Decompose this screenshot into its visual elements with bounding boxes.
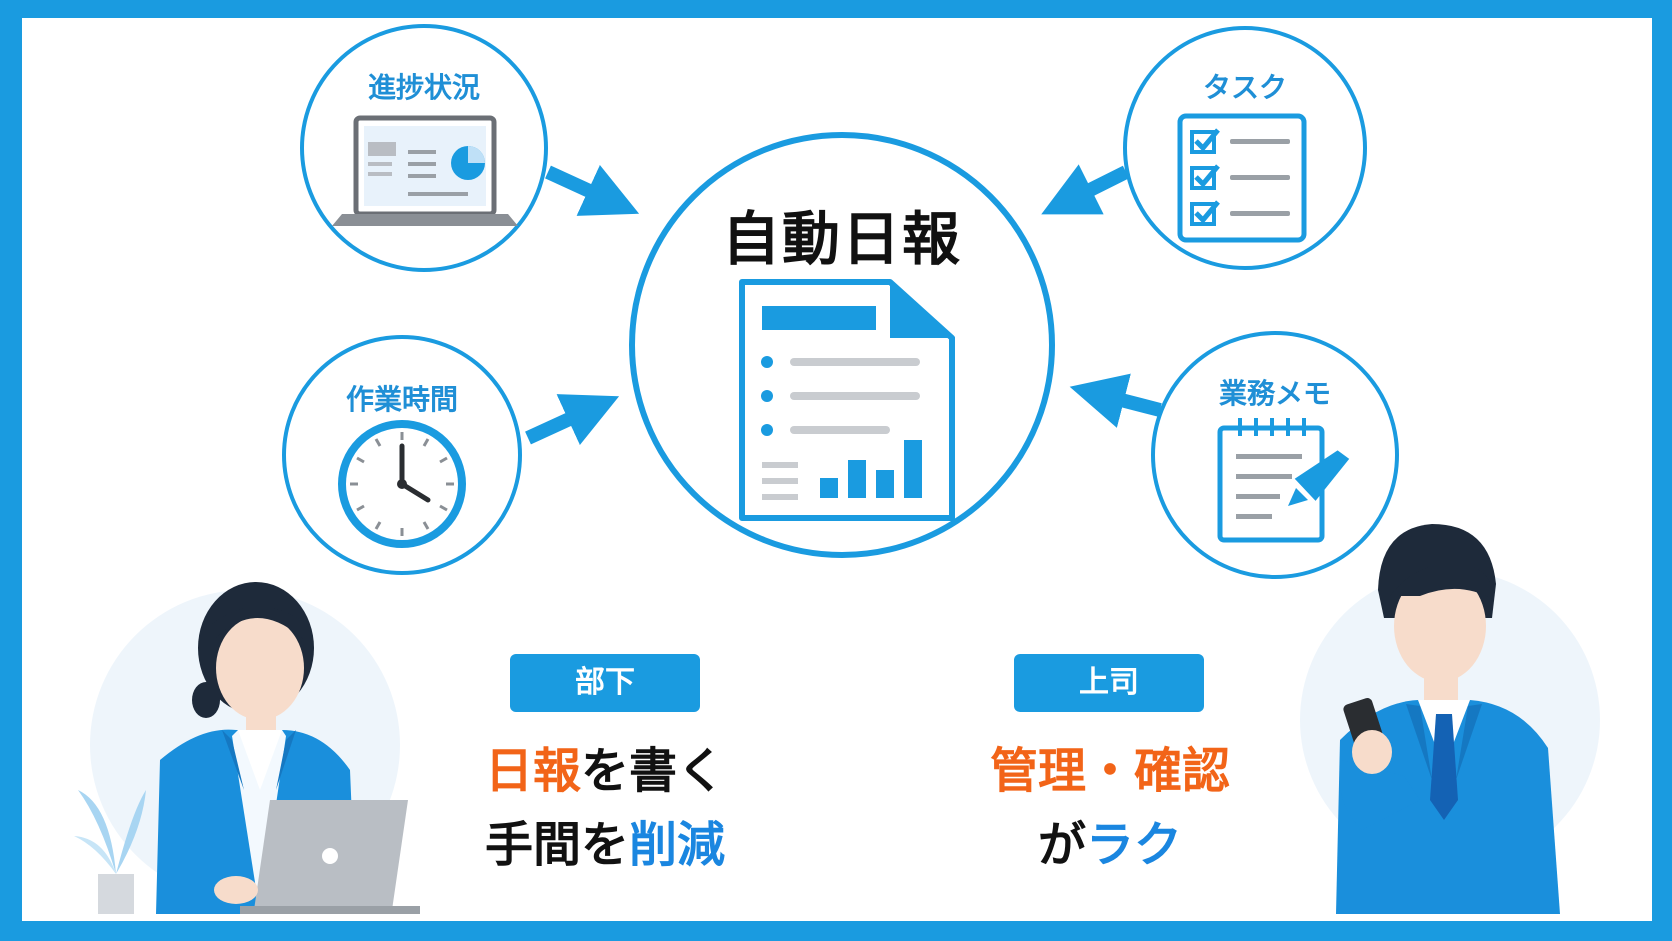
subordinate-person-illustration — [74, 582, 420, 914]
arrow-worktime-to-center — [525, 394, 620, 446]
checklist-icon — [1177, 113, 1307, 243]
manager-message: 管理・確認 がラク — [940, 734, 1280, 882]
arrow-memo-to-center — [1069, 373, 1162, 428]
report-document-icon — [739, 279, 955, 521]
manager-highlight-manage: 管理・確認 — [989, 743, 1230, 799]
subordinate-message-line2: 手間を削減 — [435, 808, 775, 882]
subordinate-line2-start: 手間を — [484, 817, 629, 873]
laptop-pie-chart-icon — [332, 115, 518, 226]
manager-highlight-easy: ラク — [1086, 817, 1183, 873]
arrow-progress-to-center — [545, 164, 640, 216]
center-title: 自動日報 — [721, 205, 962, 273]
manager-person-illustration — [1336, 524, 1560, 914]
subordinate-message: 日報を書く 手間を削減 — [435, 734, 775, 882]
notepad-pencil-icon — [1217, 418, 1350, 543]
worktime-label: 作業時間 — [345, 383, 458, 416]
subordinate-highlight-report: 日報 — [484, 743, 581, 799]
arrow-tasks-to-center — [1041, 164, 1130, 215]
memo-label: 業務メモ — [1218, 377, 1331, 410]
manager-badge: 上司 — [1014, 654, 1204, 712]
clock-icon — [338, 420, 466, 548]
progress-label: 進捗状況 — [367, 71, 480, 104]
tasks-label: タスク — [1202, 71, 1287, 104]
manager-message-line2: がラク — [940, 808, 1280, 882]
manager-line2-start: が — [1037, 817, 1086, 873]
subordinate-badge: 部下 — [510, 654, 700, 712]
manager-message-line1: 管理・確認 — [940, 734, 1280, 808]
subordinate-message-line1: 日報を書く — [435, 734, 775, 808]
subordinate-line1-rest: を書く — [581, 743, 726, 799]
subordinate-highlight-reduce: 削減 — [629, 817, 726, 873]
